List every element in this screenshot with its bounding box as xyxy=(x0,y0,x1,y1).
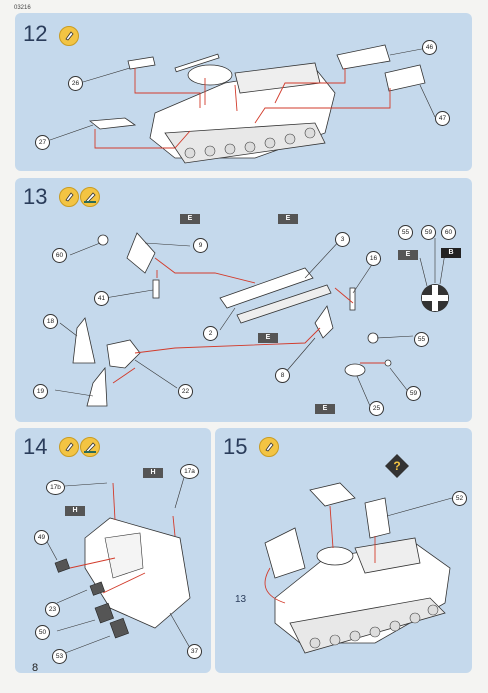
step-12-drawing xyxy=(49,44,436,164)
glue-icon xyxy=(59,26,79,46)
callout-59-top: 59 xyxy=(421,225,436,240)
step-number: 13 xyxy=(23,184,48,209)
callout-17b: 17b xyxy=(46,480,65,495)
glue-icon xyxy=(59,437,79,457)
paint-brush-icon xyxy=(80,187,100,207)
step-13-panel: 13 xyxy=(15,178,472,422)
callout-22: 22 xyxy=(178,384,193,399)
step-14-panel: 14 17b 17a 49 23 xyxy=(15,428,211,673)
callout-16: 16 xyxy=(366,251,381,266)
callout-59: 59 xyxy=(406,386,421,401)
flag-h-2: H xyxy=(65,506,85,516)
step-15-panel: 15 ? 52 13 xyxy=(215,428,472,673)
callout-37: 37 xyxy=(187,644,202,659)
callout-18: 18 xyxy=(43,314,58,329)
flag-e-5: E xyxy=(315,404,335,414)
subassembly-label: 13 xyxy=(235,594,247,605)
callout-47: 47 xyxy=(435,111,450,126)
document-code: 03216 xyxy=(14,5,31,11)
glue-icon xyxy=(59,187,79,207)
callout-50: 50 xyxy=(35,625,50,640)
glue-icon xyxy=(259,437,279,457)
flag-e-3: E xyxy=(398,250,418,260)
step-14-drawing xyxy=(44,473,191,656)
flag-b: B xyxy=(441,248,461,258)
callout-60: 60 xyxy=(52,248,67,263)
callout-41: 41 xyxy=(94,291,109,306)
callout-19: 19 xyxy=(33,384,48,399)
callout-26: 26 xyxy=(68,76,83,91)
callout-9: 9 xyxy=(193,238,208,253)
step-number: 14 xyxy=(23,434,48,459)
flag-e-2: E xyxy=(278,214,298,224)
flag-e-1: E xyxy=(180,214,200,224)
flag-h-1: H xyxy=(143,468,163,478)
callout-60-top: 60 xyxy=(441,225,456,240)
step-13-drawing xyxy=(54,232,449,407)
step-15-drawing: ? xyxy=(264,454,453,654)
flag-e-4: E xyxy=(258,333,278,343)
callout-46: 46 xyxy=(422,40,437,55)
callout-2: 2 xyxy=(203,326,218,341)
svg-text:?: ? xyxy=(393,459,400,473)
callout-8: 8 xyxy=(275,368,290,383)
callout-53: 53 xyxy=(52,649,67,664)
step-number: 12 xyxy=(23,21,48,46)
callout-17a: 17a xyxy=(180,464,199,479)
callout-25: 25 xyxy=(369,401,384,416)
callout-49: 49 xyxy=(34,530,49,545)
callout-23: 23 xyxy=(45,602,60,617)
paint-brush-icon xyxy=(80,437,100,457)
page-number: 8 xyxy=(32,662,39,674)
step-12-panel: 12 xyxy=(15,13,472,171)
callout-55-top: 55 xyxy=(398,225,413,240)
callout-3: 3 xyxy=(335,232,350,247)
callout-55: 55 xyxy=(414,332,429,347)
callout-27: 27 xyxy=(35,135,50,150)
step-number: 15 xyxy=(223,434,248,459)
callout-52: 52 xyxy=(452,491,467,506)
